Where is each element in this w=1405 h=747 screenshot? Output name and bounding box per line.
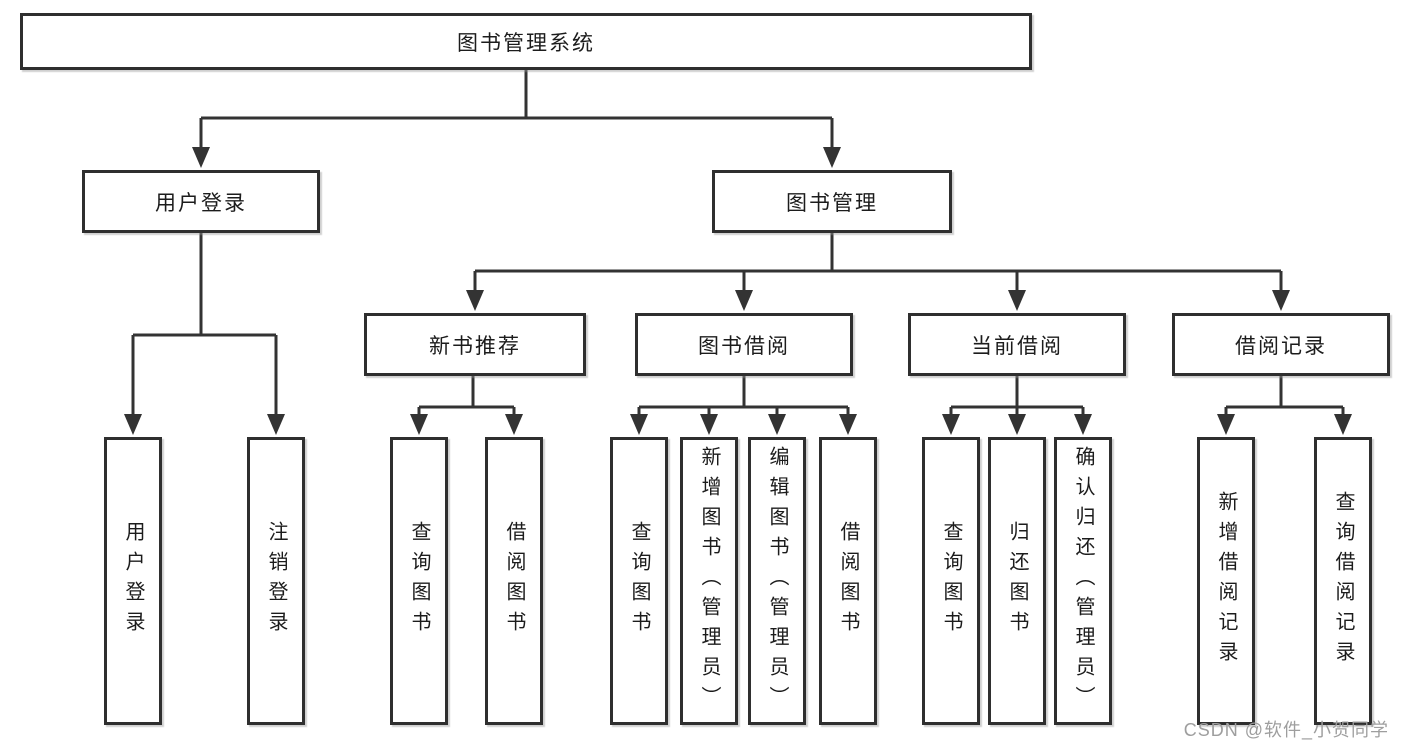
leaf-borrow-books: 借阅图书	[819, 437, 877, 725]
arrowhead-icon	[1074, 414, 1092, 435]
leaf-user-login: 用户登录	[104, 437, 162, 725]
arrowhead-icon	[823, 147, 841, 168]
arrowhead-icon	[466, 290, 484, 311]
node-new-book-recommend: 新书推荐	[364, 313, 586, 376]
leaf-borrow-books-recommend: 借阅图书	[485, 437, 543, 725]
arrowhead-icon	[942, 414, 960, 435]
arrowhead-icon	[1008, 290, 1026, 311]
arrowhead-icon	[124, 414, 142, 435]
leaf-return-books: 归还图书	[988, 437, 1046, 725]
leaf-query-books-borrow: 查询图书	[610, 437, 668, 725]
arrowhead-icon	[768, 414, 786, 435]
node-library-system: 图书管理系统	[20, 13, 1032, 70]
leaf-query-books-recommend: 查询图书	[390, 437, 448, 725]
node-book-borrow: 图书借阅	[635, 313, 853, 376]
leaf-query-books-current: 查询图书	[922, 437, 980, 725]
csdn-watermark: CSDN @软件_小贺同学	[1183, 720, 1389, 740]
node-book-management: 图书管理	[712, 170, 952, 233]
arrowhead-icon	[1334, 414, 1352, 435]
arrowhead-icon	[700, 414, 718, 435]
arrowhead-icon	[192, 147, 210, 168]
arrowhead-icon	[735, 290, 753, 311]
leaf-logout: 注销登录	[247, 437, 305, 725]
arrowhead-icon	[267, 414, 285, 435]
arrowhead-icon	[1217, 414, 1235, 435]
arrowhead-icon	[410, 414, 428, 435]
arrowhead-icon	[630, 414, 648, 435]
leaf-add-book-admin: 新增图书（管理员）	[680, 437, 738, 725]
leaf-edit-book-admin: 编辑图书（管理员）	[748, 437, 806, 725]
arrowhead-icon	[1008, 414, 1026, 435]
arrowhead-icon	[505, 414, 523, 435]
node-borrow-records: 借阅记录	[1172, 313, 1390, 376]
arrowhead-icon	[839, 414, 857, 435]
node-user-login: 用户登录	[82, 170, 320, 233]
arrowhead-icon	[1272, 290, 1290, 311]
leaf-add-borrow-record: 新增借阅记录	[1197, 437, 1255, 725]
node-current-borrow: 当前借阅	[908, 313, 1126, 376]
connector-segment	[131, 70, 1345, 417]
leaf-query-borrow-record: 查询借阅记录	[1314, 437, 1372, 725]
leaf-confirm-return-admin: 确认归还（管理员）	[1054, 437, 1112, 725]
